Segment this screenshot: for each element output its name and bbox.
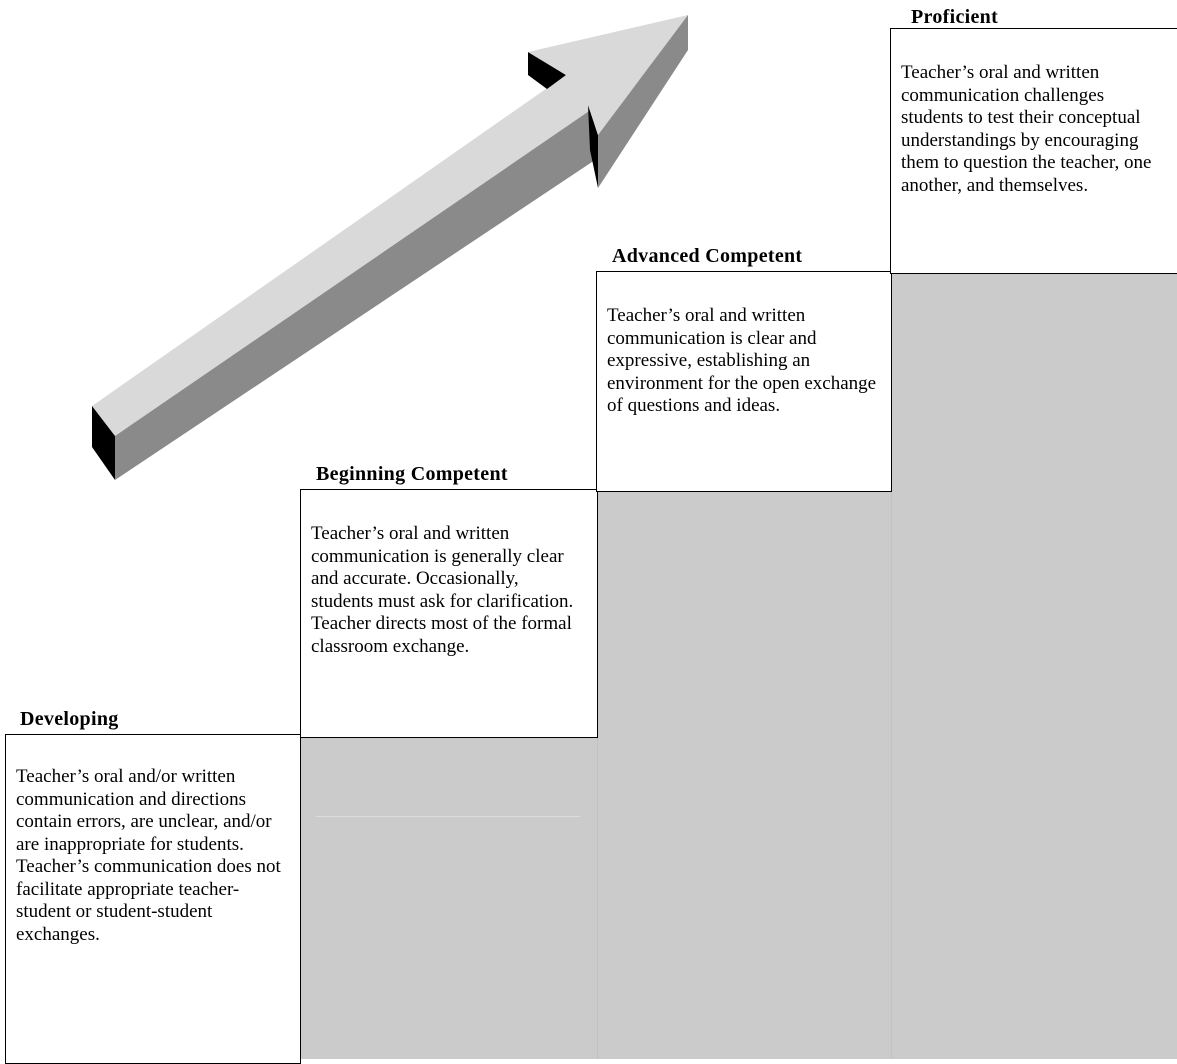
step-fill-proficient xyxy=(891,273,1177,1059)
arrow-head-side xyxy=(598,15,688,188)
level-box-proficient: Teacher’s oral and written communication… xyxy=(890,28,1177,274)
arrow-shaft-side xyxy=(115,107,595,480)
level-box-developing: Teacher’s oral and/or written communicat… xyxy=(5,734,301,1064)
level-description-beginning: Teacher’s oral and written communication… xyxy=(311,523,574,657)
arrow-shaft-end xyxy=(92,406,115,480)
level-title-advanced: Advanced Competent xyxy=(612,245,803,267)
level-title-developing: Developing xyxy=(20,708,119,730)
arrow-head-flap xyxy=(528,52,566,89)
level-title-proficient: Proficient xyxy=(911,6,999,28)
level-title-beginning: Beginning Competent xyxy=(316,463,508,485)
step-fill-beginning xyxy=(299,736,597,1059)
arrow-shaft-top xyxy=(92,72,595,436)
column-divider xyxy=(891,490,892,1059)
level-description-developing: Teacher’s oral and/or written communicat… xyxy=(16,766,281,945)
column-divider xyxy=(597,736,598,1059)
arrow-head-notch xyxy=(588,105,598,188)
level-description-proficient: Teacher’s oral and written communication… xyxy=(901,62,1152,196)
level-description-advanced: Teacher’s oral and written communication… xyxy=(607,305,877,416)
divider-line xyxy=(316,816,580,817)
level-box-beginning: Teacher’s oral and written communication… xyxy=(300,489,598,738)
step-fill-advanced xyxy=(597,490,891,1059)
level-box-advanced: Teacher’s oral and written communication… xyxy=(596,271,892,492)
progress-arrow xyxy=(92,15,688,480)
arrow-head-top xyxy=(528,15,688,135)
